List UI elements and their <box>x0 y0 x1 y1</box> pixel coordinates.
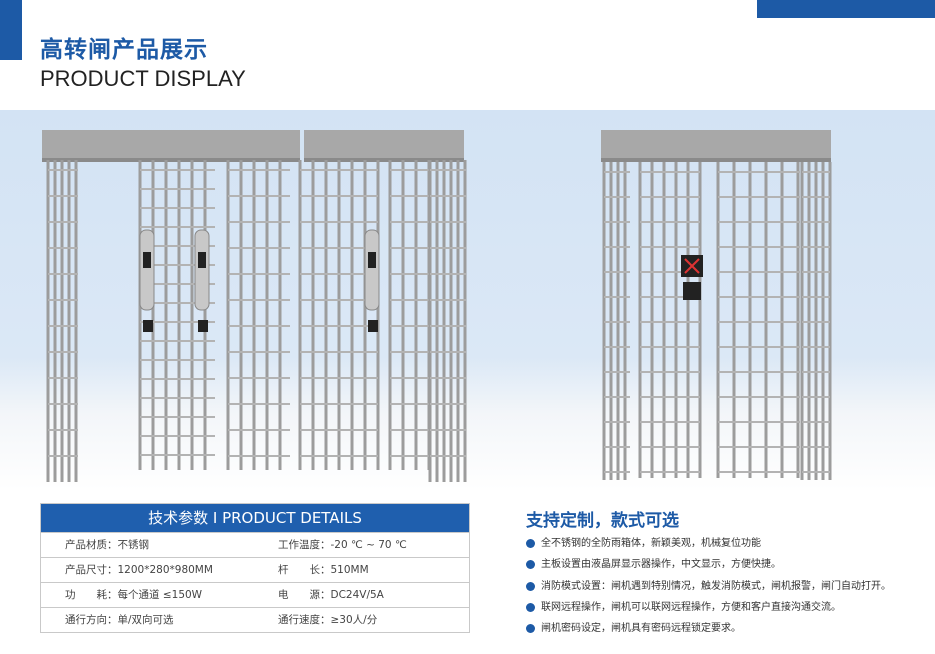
feature-list: 全不锈钢的全防雨箱体，新颖美观，机械复位功能 主板设置由液晶屏显示器操作，中文显… <box>526 533 891 639</box>
roof-edge <box>42 158 300 162</box>
spec-cell: 工作温度：-20 ℃ ~ 70 ℃ <box>278 539 407 551</box>
spec-table: 技术参数 I PRODUCT DETAILS 产品材质：不锈钢 工作温度：-20 … <box>40 503 470 633</box>
corner-accent-right <box>757 0 935 18</box>
card-icon <box>143 320 153 332</box>
spec-cell: 产品材质：不锈钢 <box>65 539 149 551</box>
table-row: 通行方向：单/双向可选 通行速度：≥30人/分 <box>41 607 469 632</box>
corner-accent-left <box>0 0 22 60</box>
turnstile-illustrations <box>42 130 832 482</box>
page-subtitle: PRODUCT DISPLAY <box>40 66 246 91</box>
list-item: 消防模式设置：闸机遇到特别情况，触发消防模式，闸机报警，闸门自动打开。 <box>526 576 891 597</box>
x-mark-icon <box>684 258 700 274</box>
table-row: 产品尺寸：1200*280*980MM 杆 长：510MM <box>41 557 469 582</box>
turnstile-roof <box>42 130 300 162</box>
turnstile-roof <box>601 130 831 162</box>
page-title: 高转闸产品展示 <box>40 37 208 63</box>
bullet-icon <box>526 560 535 570</box>
feature-text: 全不锈钢的全防雨箱体，新颖美观，机械复位功能 <box>541 538 761 550</box>
reader-icon <box>194 229 210 311</box>
screen-icon <box>368 252 376 268</box>
table-row: 功 耗：每个通道 ≤150W 电 源：DC24V/5A <box>41 582 469 607</box>
bullet-icon <box>526 624 535 634</box>
reader-icon <box>364 229 380 311</box>
roof-edge <box>601 158 831 162</box>
screen-icon <box>198 252 206 268</box>
spec-cell: 电 源：DC24V/5A <box>278 589 384 601</box>
bullet-icon <box>526 603 535 613</box>
bullet-icon <box>526 539 535 549</box>
list-item: 全不锈钢的全防雨箱体，新颖美观，机械复位功能 <box>526 533 891 554</box>
card-icon <box>683 282 701 300</box>
list-item: 主板设置由液晶屏显示器操作，中文显示，方便快捷。 <box>526 554 891 575</box>
features-title: 支持定制，款式可选 <box>526 511 679 531</box>
feature-text: 主板设置由液晶屏显示器操作，中文显示，方便快捷。 <box>541 559 781 571</box>
spec-cell: 功 耗：每个通道 ≤150W <box>65 589 203 601</box>
turnstile-roof <box>304 130 464 162</box>
bullet-icon <box>526 581 535 591</box>
card-icon <box>368 320 378 332</box>
spec-cell: 产品尺寸：1200*280*980MM <box>65 564 213 576</box>
spec-cell: 通行方向：单/双向可选 <box>65 614 174 626</box>
roof-edge <box>304 158 464 162</box>
table-row: 产品材质：不锈钢 工作温度：-20 ℃ ~ 70 ℃ <box>41 532 469 557</box>
feature-text: 消防模式设置：闸机遇到特别情况，触发消防模式，闸机报警，闸门自动打开。 <box>541 580 891 592</box>
product-image-panel <box>0 110 935 490</box>
card-icon <box>198 320 208 332</box>
spec-table-header: 技术参数 I PRODUCT DETAILS <box>41 504 469 532</box>
spec-cell: 杆 长：510MM <box>278 564 369 576</box>
screen-icon <box>143 252 151 268</box>
spec-cell: 通行速度：≥30人/分 <box>278 614 378 626</box>
list-item: 闸机密码设定，闸机具有密码远程锁定要求。 <box>526 618 891 639</box>
feature-text: 联网远程操作，闸机可以联网远程操作，方便和客户直接沟通交流。 <box>541 602 841 614</box>
list-item: 联网远程操作，闸机可以联网远程操作，方便和客户直接沟通交流。 <box>526 597 891 618</box>
feature-text: 闸机密码设定，闸机具有密码远程锁定要求。 <box>541 623 741 635</box>
reader-icon <box>139 229 155 311</box>
